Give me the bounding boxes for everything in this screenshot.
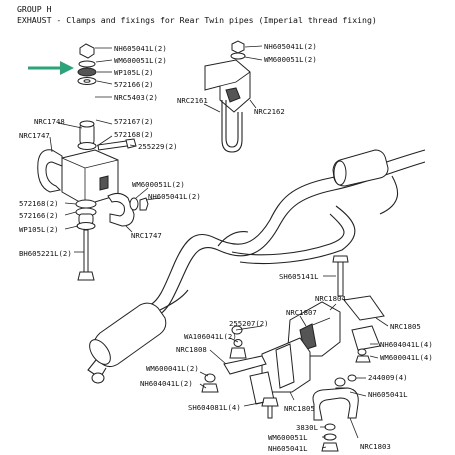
callout-nrc1805-lower: NRC1805 xyxy=(284,404,315,413)
callout-wa106041l: WA106041L(2) xyxy=(184,332,237,341)
bolts-sh604081l xyxy=(261,397,279,419)
callout-nrc2162: NRC2162 xyxy=(254,107,285,116)
callout-572167: 572167(2) xyxy=(114,117,154,126)
callout-nrc2161: NRC2161 xyxy=(177,96,208,105)
diagram-title: EXHAUST - Clamps and fixings for Rear Tw… xyxy=(17,15,377,25)
callout-572166-lower: 572166(2) xyxy=(19,211,59,220)
callout-wm600051l-bottom: WM600051L xyxy=(268,433,308,442)
bracket-nrc1807 xyxy=(261,337,311,393)
callout-wm600041l-2: WM600041L(2) xyxy=(146,364,199,373)
callout-wm600051l-top: WM600051L(2) xyxy=(264,55,317,64)
callout-nh604041l-2: NH604041L(2) xyxy=(140,379,193,388)
callout-sh605141l: SH605141L xyxy=(279,272,319,281)
callout-nrc1747-upper: NRC1747 xyxy=(19,131,50,140)
nut-244009 xyxy=(347,374,357,382)
callout-244009: 244009(4) xyxy=(368,373,408,382)
callout-nrc1807: NRC1807 xyxy=(286,308,317,317)
callout-nrc1748: NRC1748 xyxy=(34,117,65,126)
clamp-nrc1747-upper xyxy=(37,149,63,193)
callout-572168-lower: 572168(2) xyxy=(19,199,59,208)
callout-nh605041l-right: NH605041L xyxy=(368,390,408,399)
callout-nh605041l-mid: NH605041L(2) xyxy=(148,192,201,201)
group-label: GROUP H xyxy=(17,4,52,14)
callout-255229: 255229(2) xyxy=(138,142,178,151)
callout-nrc1808: NRC1808 xyxy=(176,345,207,354)
callout-572166: 572166(2) xyxy=(114,80,154,89)
callout-3830l: 3830L xyxy=(296,423,319,432)
clamp-nrc1803 xyxy=(312,387,359,452)
hanger-nrc2162 xyxy=(204,40,251,113)
callout-wm600051l-mid: WM600051L(2) xyxy=(132,180,185,189)
nut-washer-bracket-right xyxy=(129,197,149,211)
u-bolt-nrc2161 xyxy=(221,100,243,153)
callout-sh604081l: SH604081L(4) xyxy=(188,403,241,412)
bolt-255229 xyxy=(97,138,137,151)
callout-nrc1803: NRC1803 xyxy=(360,442,391,451)
part-callouts: NH605041L(2) WM600051L(2) WP105L(2) 5721… xyxy=(19,42,433,453)
callout-nh605041l: NH605041L(2) xyxy=(114,44,167,53)
callout-572168: 572168(2) xyxy=(114,130,154,139)
callout-nrc1805-upper: NRC1805 xyxy=(390,322,421,331)
leader-lines xyxy=(49,45,389,449)
callout-nrc5403: NRC5403(2) xyxy=(114,93,158,102)
callout-nrc1747-lower: NRC1747 xyxy=(131,231,162,240)
callout-nh605041l-top: NH605041L(2) xyxy=(264,42,317,51)
callout-wp105l: WP105L(2) xyxy=(114,68,154,77)
callout-nh605041l-bottom: NH605041L xyxy=(268,444,308,453)
left-mounting-stack xyxy=(77,43,97,150)
callout-255207: 255207(2) xyxy=(229,319,269,328)
strap-nrc1808 xyxy=(223,355,275,405)
clamp-nrc1747-lower xyxy=(107,192,135,227)
lower-mounting-stack xyxy=(75,199,97,281)
callout-wp105l-lower: WP105L(2) xyxy=(19,225,59,234)
plate-nrc1805-upper xyxy=(343,295,385,351)
pointer-arrow-icon xyxy=(28,61,74,75)
callout-nh604041l-4: NH604041L(4) xyxy=(380,340,433,349)
callout-wm600041l-4: WM600041L(4) xyxy=(380,353,433,362)
rear-silencer xyxy=(332,149,389,187)
bracket-nrc1748 xyxy=(61,149,119,206)
callout-wm600051l: WM600051L(2) xyxy=(114,56,167,65)
callout-bh605221l: BH605221L(2) xyxy=(19,249,72,258)
callout-nrc1804: NRC1804 xyxy=(315,294,346,303)
bolt-sh605141l xyxy=(332,255,349,297)
main-silencer xyxy=(87,289,189,384)
